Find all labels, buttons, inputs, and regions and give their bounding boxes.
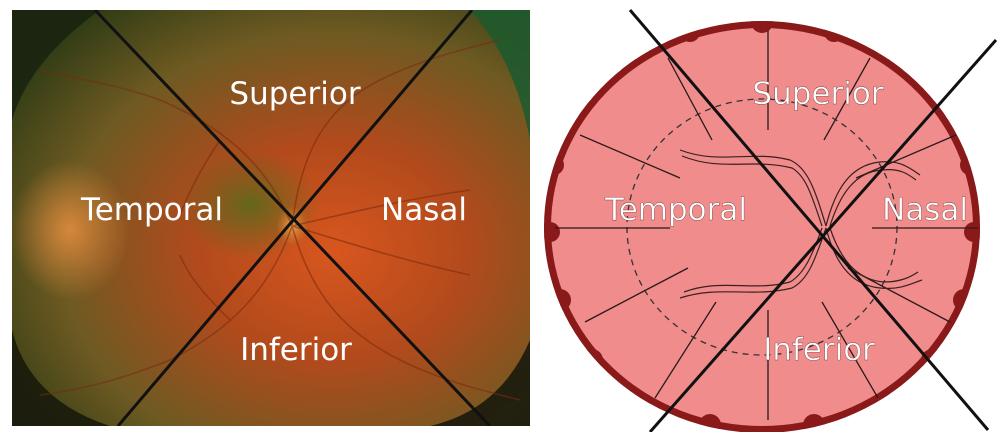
temporal-bright-region (10, 160, 130, 300)
right-label-temporal: Temporal (604, 192, 747, 228)
right-label-inferior: Inferior (763, 332, 875, 368)
right-label-superior: Superior (752, 76, 883, 112)
left-label-inferior: Inferior (240, 332, 352, 368)
right-label-nasal: Nasal (882, 192, 968, 228)
left-label-temporal: Temporal (80, 192, 223, 228)
left-label-nasal: Nasal (381, 192, 467, 228)
left-label-superior: Superior (229, 76, 360, 112)
